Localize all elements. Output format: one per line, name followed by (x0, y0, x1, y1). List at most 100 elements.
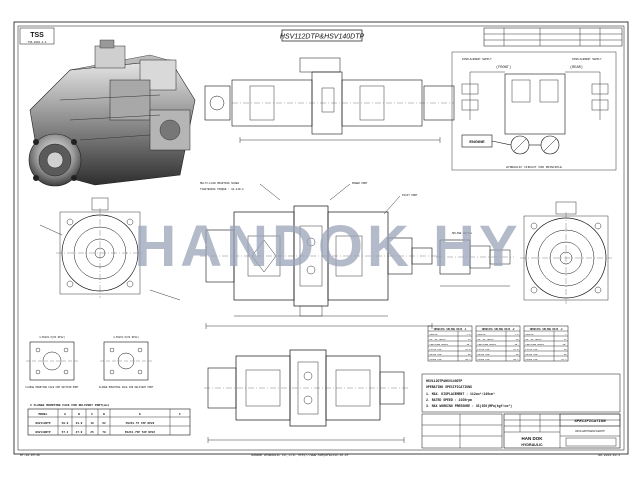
small-info-block (421, 413, 503, 449)
flange-face-suction: 4-M12X1.5(OF DP12) FLANGE MOUNTING FACE … (25, 336, 79, 389)
spec-line-3: 3. MAX WORKING PRESSURE : 35(350)MPa(kgf… (426, 404, 512, 408)
spec-line-1: 1. MAX. DISPLACEMENT : 112cm³/140cm³ (426, 392, 495, 396)
shaft-detail: SPLINE DETAIL (436, 232, 514, 287)
bottom-center-text: HANDOK HYDRAULIC CO.,LTD. http://www.hdh… (251, 453, 348, 457)
flange-table-cell: 57.2 (62, 431, 69, 434)
flange-table-cell: 27.8 (76, 431, 83, 434)
flange-table-cell: HSV140DTP (35, 431, 50, 434)
flange-table-cell: 19 (90, 422, 94, 425)
logo-block: TSS TSS-2094 A-3 (19, 27, 55, 45)
title-banner: HSV112DTP&HSV140DTP (280, 29, 365, 42)
spline-table-value: 30° (563, 343, 567, 346)
title-block: SPECIFICATION HSV112DTP&HSV140DTP HAN DO… (503, 413, 621, 449)
company-sub: HYDRAULIC (521, 443, 543, 447)
pcd-left: 4-M12X1.5(OF DP12) (39, 336, 65, 339)
spline-table-key: MAJOR DIA. (430, 353, 443, 356)
flange-table-header: D (103, 413, 105, 416)
callout-pilot-port: PILOT PORT (402, 194, 418, 197)
flange-table-header: C (91, 413, 93, 416)
flange-table-caption: # FLANGE MOUNTING FACE FOR DELIVERY PORT… (30, 403, 109, 407)
left-front-view (39, 197, 181, 301)
flange-table-cell: M12X1.75 TAP DP20 (126, 422, 155, 425)
spline-table-title: INVOLUTE SPLINE DATA -3 (530, 328, 564, 331)
bottom-right-code: HD-2014-10-1 (598, 454, 620, 457)
center-side-view: MULTI-FLOW MOUNTING SCREW TIGHTENING TOR… (200, 182, 440, 329)
flange-table-header: F (179, 413, 181, 416)
hydraulic-circuit: (FRONT) (REAR) DISPLACEMENT SUPPLY DISPL… (451, 51, 617, 171)
pump-3d-render (28, 39, 196, 187)
spline-tables: INVOLUTE SPLINE DATA -1 MODULE 2.5No. OF T… (427, 325, 569, 362)
engine-label: ENGINE (469, 139, 485, 144)
callout-spline: SPLINE DETAIL (452, 232, 473, 235)
flange-table-cell: 70 (102, 431, 106, 434)
revision-block (483, 27, 623, 47)
flange-table-cell: 62 (102, 422, 106, 425)
callout-tightening: TIGHTENING TORQUE : 10~14N.m (200, 188, 244, 191)
spline-table-value: 30° (467, 343, 471, 346)
spline-table-key: MAJOR DIA. (478, 353, 491, 356)
spline-table-key: MODULE (478, 333, 487, 336)
pump-side-view-top (204, 57, 455, 143)
spline-table-key: MAJOR DIA. (526, 353, 539, 356)
spline-table-value: 2.5 (467, 333, 472, 336)
spec-header: HSV112DTP&HSV140DTP (426, 379, 462, 383)
spline-table-title: INVOLUTE SPLINE DATA -2 (482, 328, 516, 331)
spline-table-value: 35.2 (513, 358, 519, 361)
circuit-supply-left: DISPLACEMENT SUPPLY (462, 58, 492, 61)
spline-table-value: 34 (564, 348, 567, 351)
spline-table-key: MODULE (526, 333, 535, 336)
spline-table-value: 2 (565, 333, 567, 336)
spline-table-key: MODULE (430, 333, 439, 336)
spline-table-value: 32.2 (561, 358, 567, 361)
spline-table-value: 17 (564, 338, 567, 341)
callout-power-port: POWER PORT (352, 182, 368, 185)
flange-table-cell: 23.8 (76, 422, 83, 425)
flange-table-header: E (139, 413, 141, 416)
spec-line-2: 2. RATED SPEED : 2150rpm (426, 398, 472, 402)
circuit-title: HYDRAULIC CIRCUIT FOR PRINCIPLE (506, 166, 562, 169)
spline-table-key: PITCH DIA. (478, 348, 491, 351)
circuit-front-label: (FRONT) (496, 65, 511, 70)
spline-table-key: PITCH DIA. (430, 348, 443, 351)
flange-face-delivery: 4-M12X1.5(OF DP12) FLANGE MOUNTING FACE … (99, 336, 154, 389)
circuit-supply-right: DISPLACEMENT SUPPLY (572, 58, 602, 61)
spline-table-key: MINOR DIA. (526, 358, 539, 361)
spline-table-key: PRESSURE ANGLE (430, 343, 449, 346)
spline-table-value: 32.5 (465, 348, 471, 351)
spline-table-key: No. OF TEETH (478, 338, 494, 341)
flange-table-cell: 25 (90, 431, 94, 434)
flange-left-title: FLANGE MOUNTING FACE FOR SUCTION PORT (25, 386, 79, 389)
spline-table-key: No. OF TEETH (430, 338, 446, 341)
spline-table-value: 13 (468, 338, 471, 341)
spline-table-key: MINOR DIA. (430, 358, 443, 361)
flange-table-header: B (78, 413, 80, 416)
spline-table-value: 30.2 (465, 358, 471, 361)
spline-table-key: PITCH DIA. (526, 348, 539, 351)
callout-mounting-screw: MULTI-FLOW MOUNTING SCREW (200, 182, 239, 185)
spec-title: OPERATING SPECIFICATIONS (426, 385, 472, 389)
spline-table-value: 30° (515, 343, 519, 346)
drawing-no: HSV112DTP&HSV140DTP (575, 430, 605, 433)
specification-block: HSV112DTP&HSV140DTP OPERATING SPECIFICAT… (421, 373, 621, 413)
spline-table-key: MINOR DIA. (478, 358, 491, 361)
spline-table-title: INVOLUTE SPLINE DATA -1 (434, 328, 468, 331)
spline-table-key: PRESSURE ANGLE (478, 343, 497, 346)
spline-table-key: No. OF TEETH (526, 338, 542, 341)
logo-subtext: TSS-2094 A-3 (28, 41, 47, 44)
drawing-title: HSV112DTP&HSV140DTP (280, 34, 365, 41)
spline-table-value: 15 (516, 338, 519, 341)
flange-table-cell: 50.8 (62, 422, 69, 425)
spec-label: SPECIFICATION (574, 420, 606, 424)
spline-table-value: 35 (468, 353, 471, 356)
spline-table-value: 37.5 (513, 348, 519, 351)
inner-frame (17, 25, 625, 451)
outer-frame (13, 21, 629, 455)
spline-table-frame (475, 325, 521, 362)
flange-table-cell: HSV112DTP (35, 422, 50, 425)
circuit-rear-label: (REAR) (570, 65, 583, 70)
spline-table-frame (523, 325, 569, 362)
spline-table-key: PRESSURE ANGLE (526, 343, 545, 346)
logo-text: TSS (30, 32, 44, 39)
